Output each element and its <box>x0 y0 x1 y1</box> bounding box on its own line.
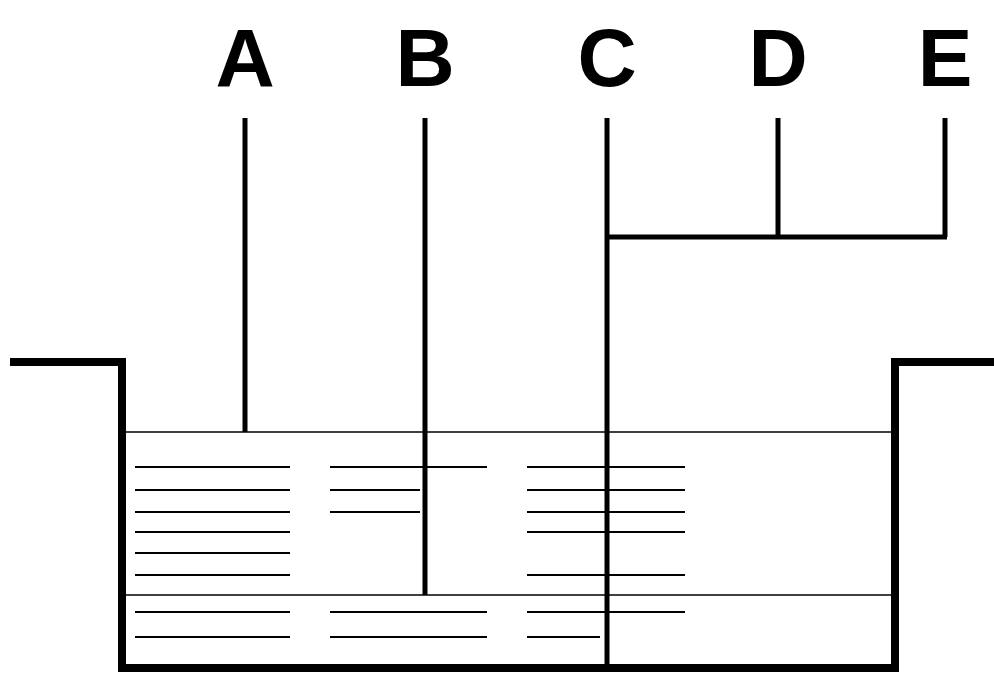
part-label: C <box>577 17 636 99</box>
leader-lines <box>245 118 947 668</box>
layer-boundary <box>122 431 895 433</box>
hatch-lines <box>135 467 685 637</box>
part-label: A <box>215 17 274 99</box>
trough-outline <box>10 362 994 668</box>
part-label: D <box>748 17 807 99</box>
part-label: B <box>395 17 454 99</box>
part-label: E <box>918 17 973 99</box>
layer-boundary <box>122 594 895 596</box>
